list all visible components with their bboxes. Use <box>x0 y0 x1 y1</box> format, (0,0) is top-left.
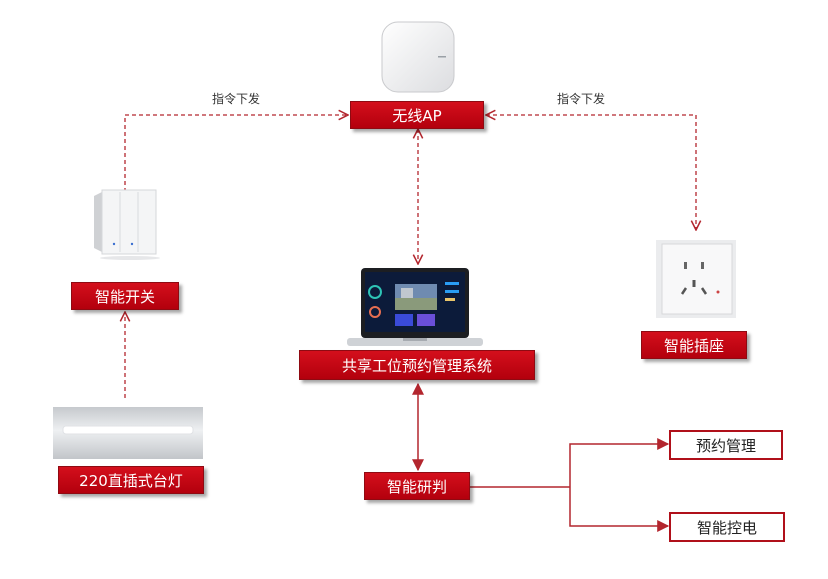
analysis-to-booking-edge <box>569 438 670 487</box>
analysis-label: 智能研判 <box>364 472 470 500</box>
wireless-ap-image <box>381 21 455 93</box>
ap-label: 无线AP <box>350 101 484 129</box>
power-label: 智能控电 <box>669 512 785 542</box>
booking-label: 预约管理 <box>669 430 783 460</box>
edge-label-left: 指令下发 <box>212 92 261 106</box>
wall-switch-image <box>94 189 160 260</box>
ap-to-socket-edge <box>486 115 696 230</box>
switch-to-ap-edge <box>124 115 348 192</box>
led-tube-lamp-image <box>53 407 203 459</box>
switch-label: 智能开关 <box>71 282 179 310</box>
lamp-label: 220直插式台灯 <box>58 466 204 494</box>
analysis-to-power-edge <box>569 487 670 532</box>
socket-label: 智能插座 <box>641 331 747 359</box>
edge-label-right: 指令下发 <box>557 92 606 106</box>
wall-socket-image <box>656 240 736 318</box>
laptop-dashboard-image <box>347 268 483 346</box>
system-label: 共享工位预约管理系统 <box>299 350 535 380</box>
